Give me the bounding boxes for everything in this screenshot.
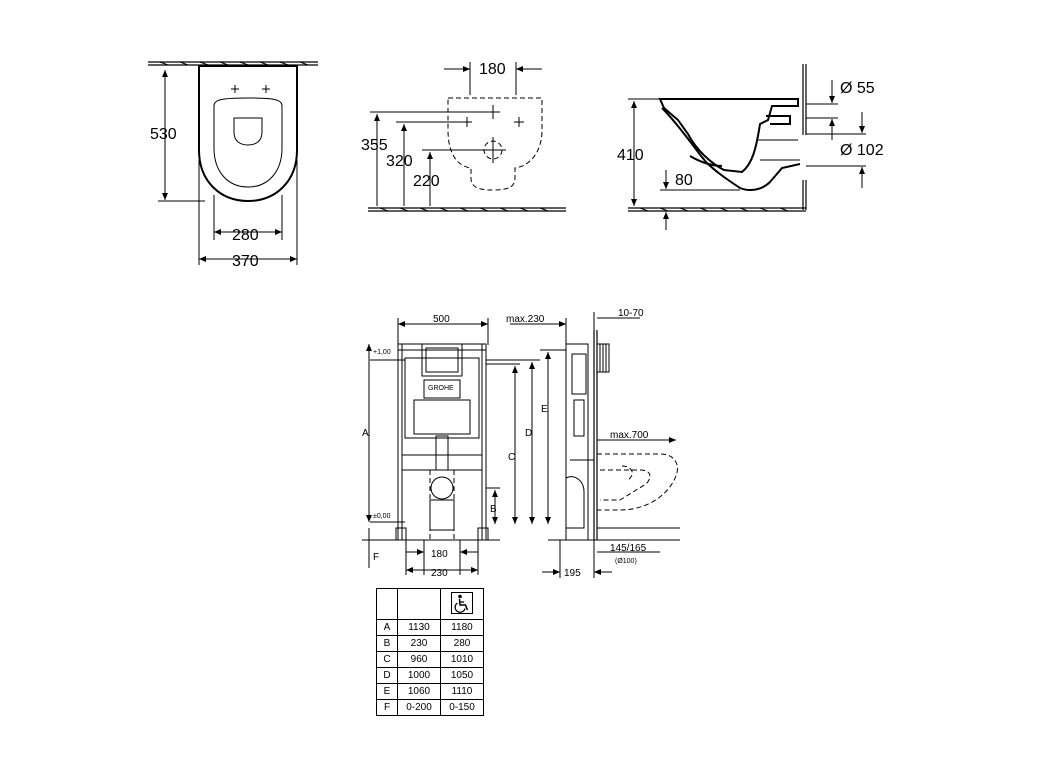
dim-letter-a: A	[362, 428, 369, 439]
header-blank	[376, 588, 398, 620]
table-row: A 1130 1180	[376, 619, 484, 636]
dim-letter-d: D	[525, 428, 532, 439]
dim-offset: 195	[564, 568, 581, 579]
row-value-standard: 960	[397, 651, 441, 668]
row-value-standard: 1000	[397, 667, 441, 684]
dim-letter-c: C	[508, 452, 515, 463]
dim-bottom-inner: 180	[431, 549, 448, 560]
dim-adjust: 10-70	[618, 308, 644, 319]
row-value-accessible: 0-150	[440, 699, 484, 716]
row-value-accessible: 1050	[440, 667, 484, 684]
row-value-standard: 1060	[397, 683, 441, 700]
dim-pipe-dia: (Ø100)	[615, 558, 637, 565]
row-label: D	[376, 667, 398, 684]
bowl-rear-view: 180 355 320 220	[361, 61, 566, 212]
row-label: B	[376, 635, 398, 652]
dim-inner-width: 280	[232, 227, 259, 244]
table-row: D 1000 1050	[376, 667, 484, 684]
bowl-side-view: Ø 55 Ø 102 410 80	[617, 64, 884, 230]
row-value-standard: 0-200	[397, 699, 441, 716]
bowl-front-view: 530 280 370	[148, 61, 318, 270]
dim-side-bottom: 80	[675, 172, 693, 189]
row-value-accessible: 1180	[440, 619, 484, 636]
dim-frame-width: 500	[433, 314, 450, 325]
row-value-accessible: 1110	[440, 683, 484, 700]
row-value-standard: 1130	[397, 619, 441, 636]
dim-side-height: 410	[617, 147, 644, 164]
table-row: F 0-200 0-150	[376, 699, 484, 716]
table-header	[376, 588, 484, 620]
row-value-accessible: 1010	[440, 651, 484, 668]
level-zero: ±0,00	[373, 513, 391, 520]
wheelchair-icon	[451, 591, 473, 614]
dimension-table: A 1130 1180 B 230 280 C 960 1010 D 1000 …	[376, 588, 484, 716]
installation-frame-front: 500 GROHE +1,00 ±0,00 A F	[362, 314, 540, 579]
dim-pipe-large: Ø 102	[840, 142, 884, 159]
installation-frame-side: E max.230 10-70 max.700 145/165 (Ø100) 1…	[506, 308, 680, 579]
dim-bottom-outer: 230	[431, 568, 448, 579]
dim-max-depth: max.230	[506, 314, 545, 325]
table-row: E 1060 1110	[376, 683, 484, 700]
dim-letter-f: F	[373, 552, 379, 563]
row-label: F	[376, 699, 398, 716]
dim-rear-h2: 320	[386, 153, 413, 170]
dim-outer-width: 370	[232, 253, 259, 270]
row-label: A	[376, 619, 398, 636]
dim-rear-h3: 220	[413, 173, 440, 190]
header-accessible	[440, 588, 484, 620]
level-plus: +1,00	[373, 349, 391, 356]
dim-max-projection: max.700	[610, 430, 649, 441]
dim-pipe-small: Ø 55	[840, 80, 875, 97]
row-value-accessible: 280	[440, 635, 484, 652]
brand-label: GROHE	[428, 385, 454, 392]
row-value-standard: 230	[397, 635, 441, 652]
header-standard	[397, 588, 441, 620]
dim-letter-e: E	[541, 404, 548, 415]
dim-rear-h1: 355	[361, 137, 388, 154]
dim-letter-b: B	[490, 504, 497, 515]
dim-pipe-size: 145/165	[610, 543, 647, 554]
dim-front-height: 530	[150, 126, 177, 143]
row-label: E	[376, 683, 398, 700]
dim-rear-top: 180	[479, 61, 506, 78]
table-row: B 230 280	[376, 635, 484, 652]
row-label: C	[376, 651, 398, 668]
table-row: C 960 1010	[376, 651, 484, 668]
